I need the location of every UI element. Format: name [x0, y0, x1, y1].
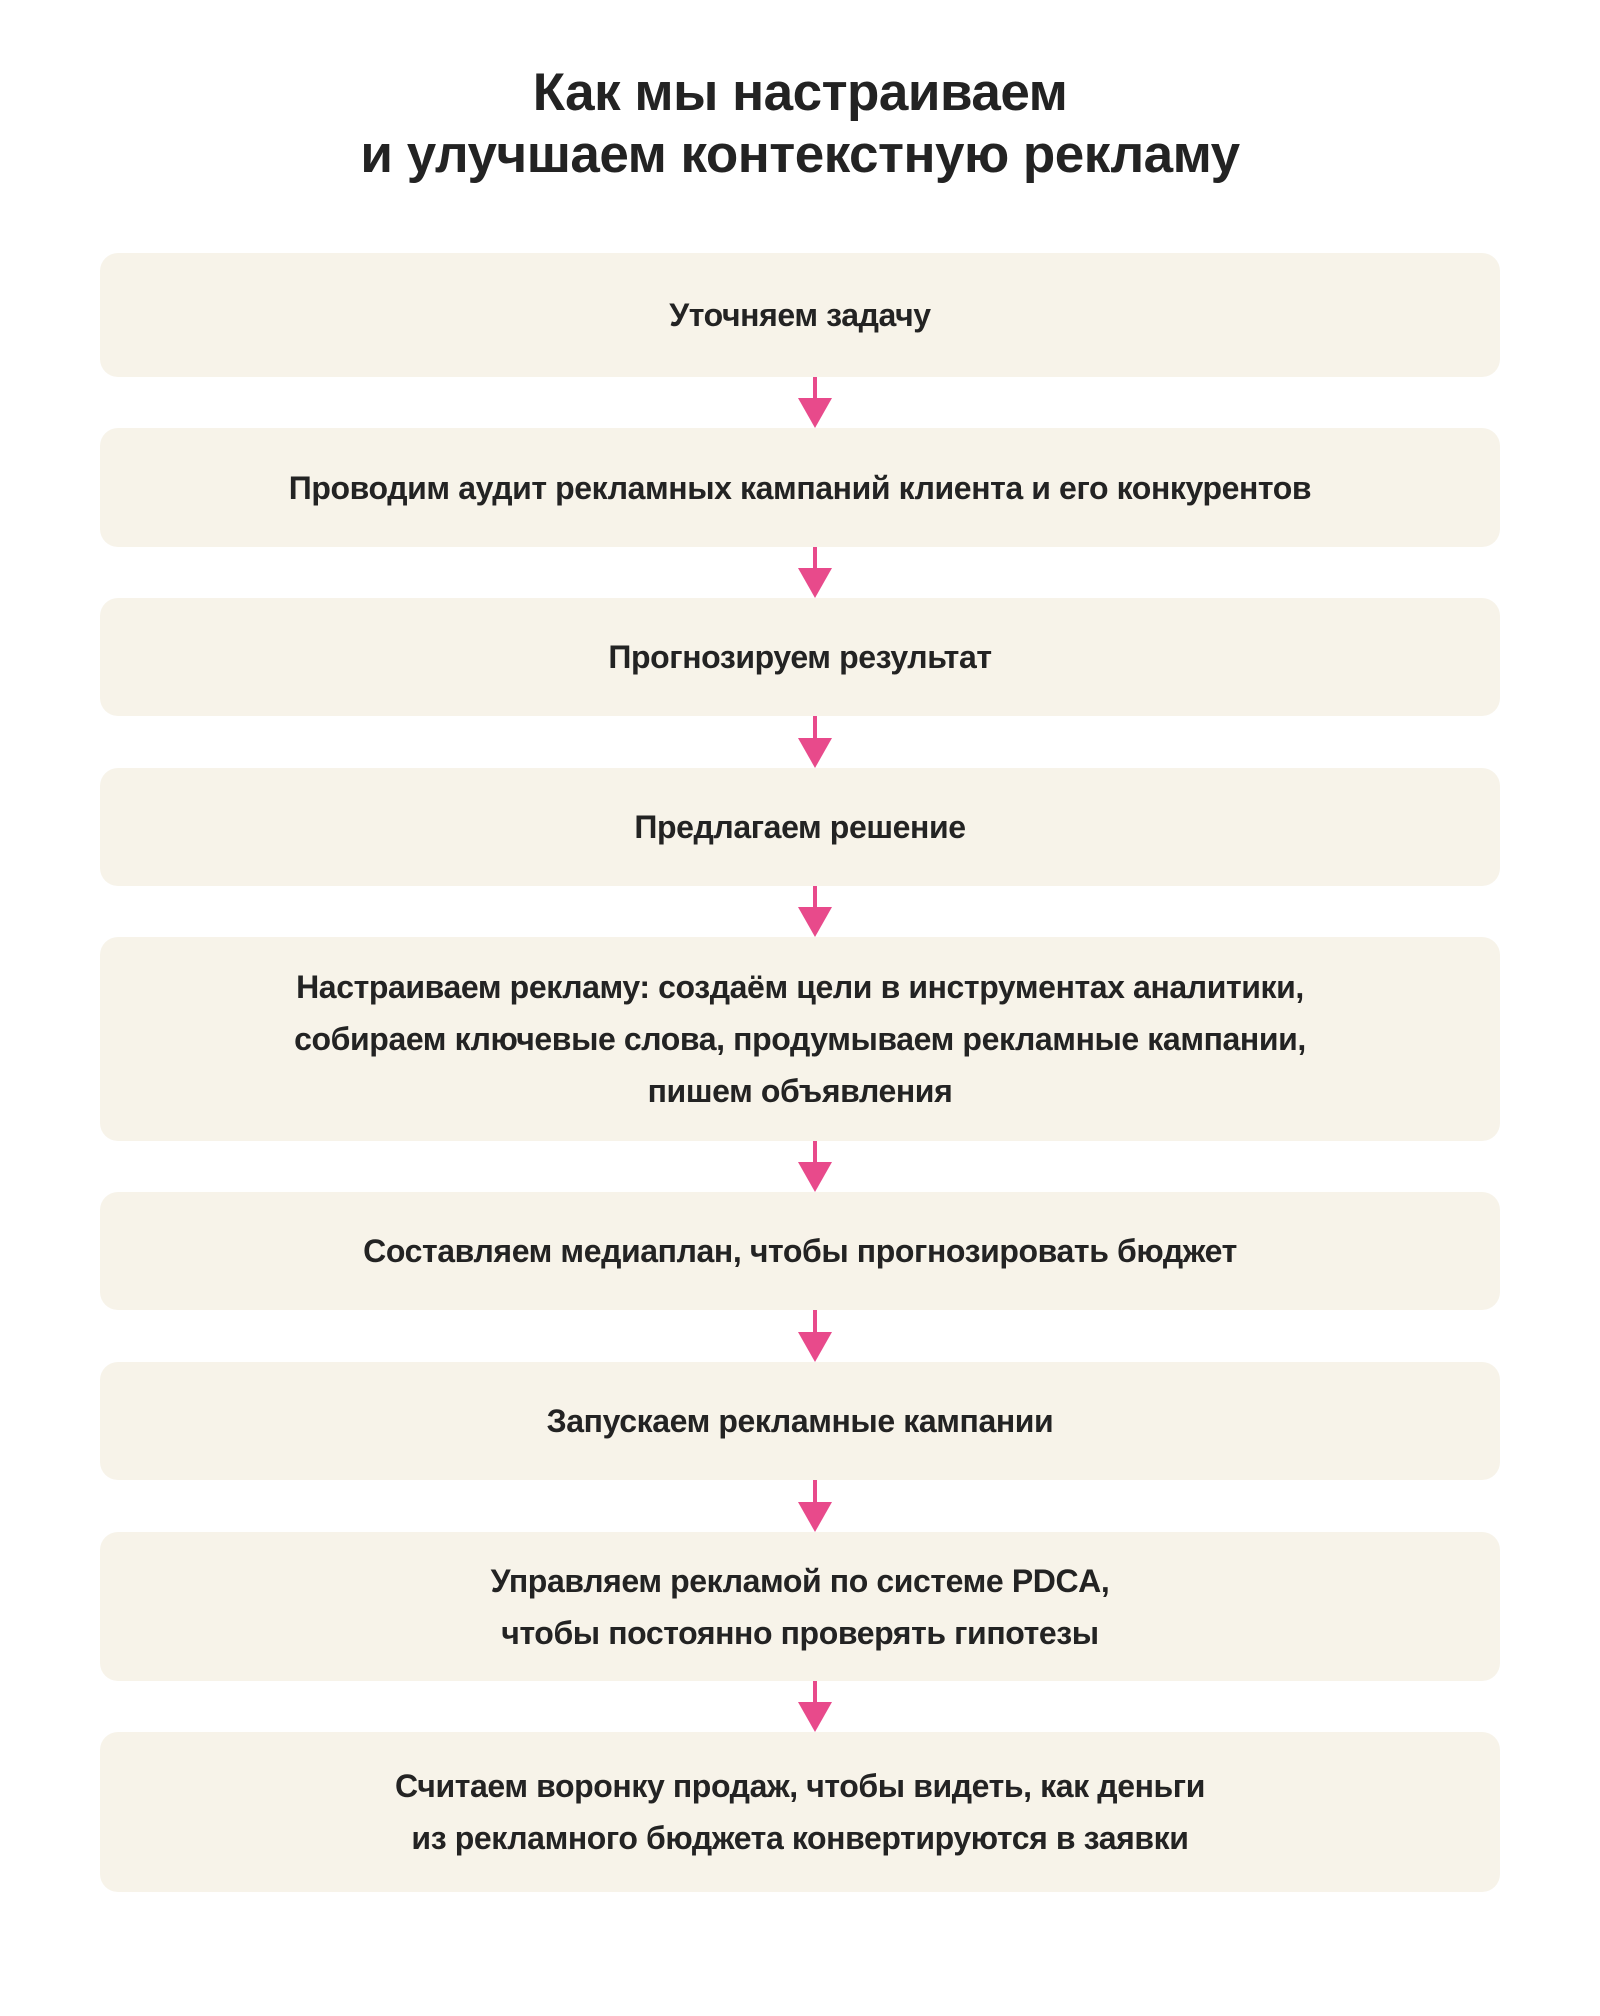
step-label: Настраиваем рекламу: создаём цели в инст… — [294, 969, 1306, 1109]
arrow-down-icon — [798, 377, 832, 428]
step-label: Уточняем задачу — [669, 297, 931, 333]
step-7: Запускаем рекламные кампании — [100, 1362, 1500, 1480]
title-text: Как мы настраиваем и улучшаем контекстну… — [360, 63, 1240, 184]
step-label: Составляем медиаплан, чтобы прогнозирова… — [363, 1233, 1237, 1269]
arrow-down-icon — [798, 547, 832, 598]
arrow-down-icon — [798, 1480, 832, 1532]
step-8: Управляем рекламой по системе PDCA, чтоб… — [100, 1532, 1500, 1681]
step-label: Запускаем рекламные кампании — [546, 1403, 1054, 1439]
step-1: Уточняем задачу — [100, 253, 1500, 377]
step-2: Проводим аудит рекламных кампаний клиент… — [100, 428, 1500, 547]
arrow-down-icon — [798, 1681, 832, 1732]
step-6: Составляем медиаплан, чтобы прогнозирова… — [100, 1192, 1500, 1310]
step-label: Прогнозируем результат — [608, 639, 992, 675]
step-4: Предлагаем решение — [100, 768, 1500, 886]
step-9: Считаем воронку продаж, чтобы видеть, ка… — [100, 1732, 1500, 1892]
arrow-down-icon — [798, 886, 832, 937]
step-label: Считаем воронку продаж, чтобы видеть, ка… — [395, 1768, 1205, 1856]
step-label: Проводим аудит рекламных кампаний клиент… — [288, 469, 1312, 506]
diagram-title: Как мы настраиваем и улучшаем контекстну… — [0, 62, 1600, 186]
arrow-down-icon — [798, 1141, 832, 1192]
step-label: Предлагаем решение — [634, 809, 966, 845]
step-5: Настраиваем рекламу: создаём цели в инст… — [100, 937, 1500, 1141]
arrow-down-icon — [798, 716, 832, 768]
step-3: Прогнозируем результат — [100, 598, 1500, 716]
step-label: Управляем рекламой по системе PDCA, чтоб… — [490, 1562, 1110, 1651]
arrow-down-icon — [798, 1310, 832, 1362]
